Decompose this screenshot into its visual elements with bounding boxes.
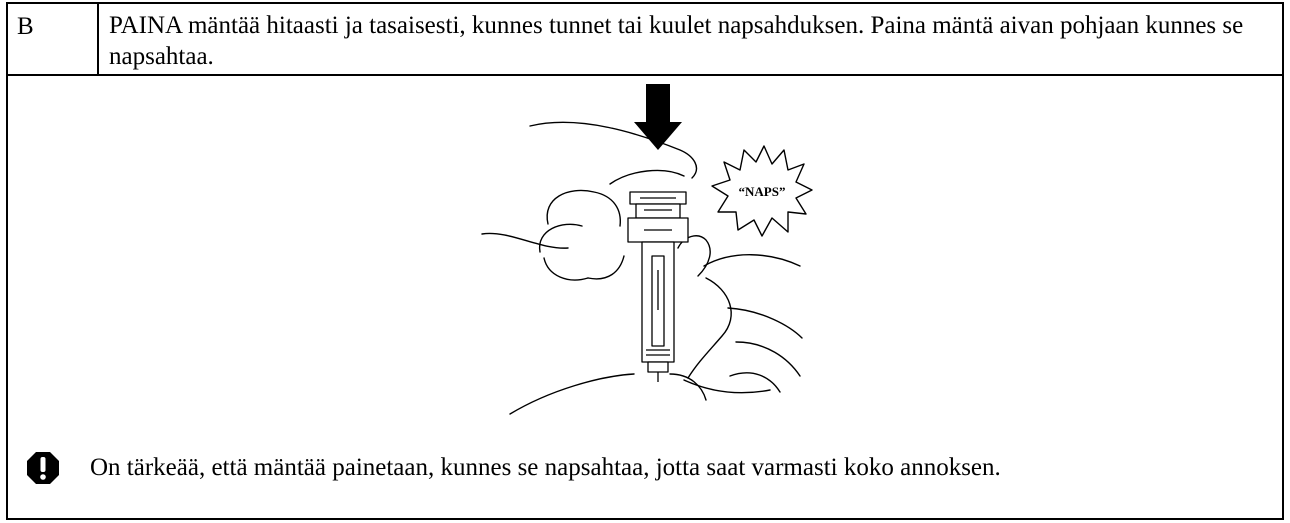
pressing-thumb	[610, 170, 684, 184]
injection-illustration: “NAPS”	[470, 80, 830, 420]
click-burst: “NAPS”	[712, 146, 812, 236]
down-arrow-icon	[634, 84, 682, 150]
pinching-hand	[684, 278, 802, 393]
step-row: B PAINA mäntää hitaasti ja tasaisesti, k…	[8, 4, 1282, 76]
exclamation-icon	[26, 451, 60, 485]
syringe-pen	[628, 192, 688, 382]
step-instruction: PAINA mäntää hitaasti ja tasaisesti, kun…	[99, 4, 1282, 74]
warning-text: On tärkeää, että mäntää painetaan, kunne…	[90, 451, 1001, 484]
step-label: B	[8, 4, 99, 74]
naps-label: “NAPS”	[739, 184, 786, 199]
skin-surface	[510, 374, 706, 414]
